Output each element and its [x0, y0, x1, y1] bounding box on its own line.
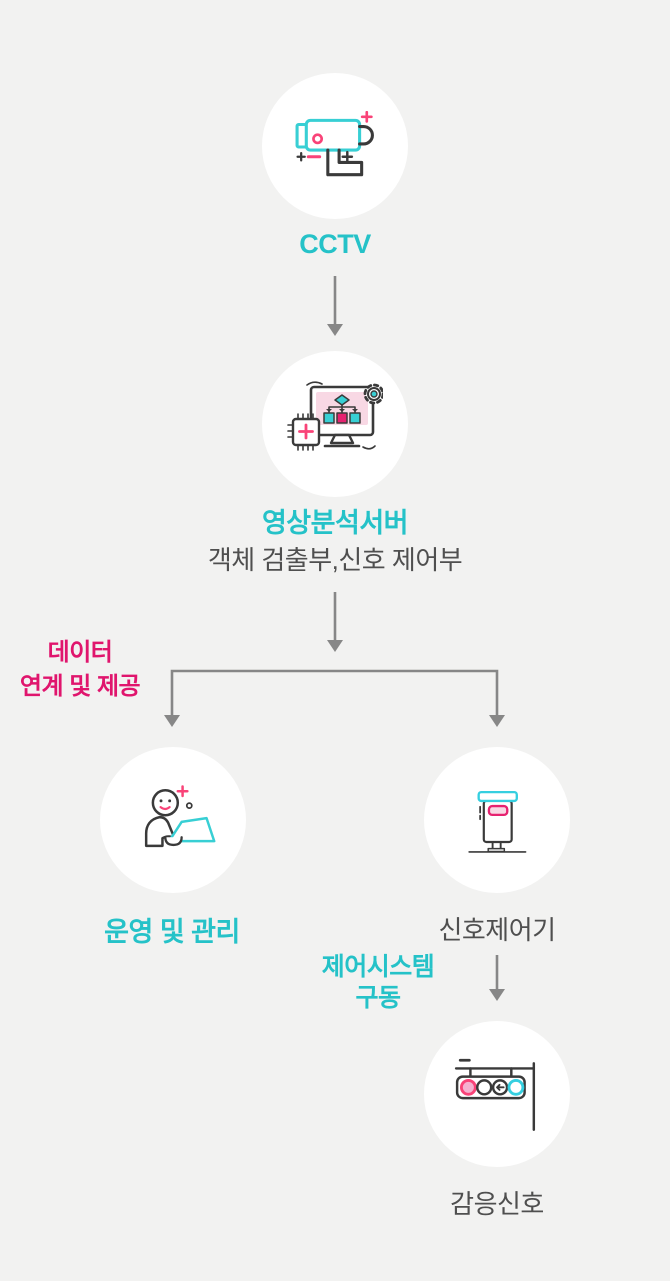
edge-label-control-drive: 제어시스템 구동 [258, 952, 498, 1014]
edge-label-control-drive-line1: 제어시스템 [321, 953, 435, 981]
cctv-camera-icon [295, 111, 374, 177]
analysis-server-icon [287, 381, 383, 451]
arrow-branch-left-head [164, 715, 180, 727]
operation-label: 운영 및 관리 [104, 917, 240, 947]
node-server-circle [262, 351, 408, 497]
signal-label: 감응신호 [450, 1189, 544, 1219]
arrow-server-to-branch-head [327, 640, 343, 652]
node-controller-circle [424, 747, 570, 893]
branch-connector [170, 669, 499, 716]
node-cctv-circle [262, 73, 408, 219]
arrow-cctv-to-server-head [327, 324, 343, 336]
node-operation-circle [100, 747, 246, 893]
node-signal-circle [424, 1021, 570, 1167]
operator-laptop-icon [144, 785, 216, 848]
edge-label-data-link-line2: 연계 및 제공 [19, 673, 141, 700]
signal-controller-icon [468, 790, 527, 853]
edge-label-control-drive-line2: 구동 [355, 984, 401, 1012]
arrow-branch-right-head [489, 715, 505, 727]
server-label: 영상분석서버 [261, 508, 409, 538]
edge-label-data-link: 데이터 연계 및 제공 [0, 636, 160, 704]
controller-label: 신호제어기 [438, 915, 556, 945]
cctv-label: CCTV [299, 229, 371, 259]
server-sublabel: 객체 검출부,신호 제어부 [207, 545, 463, 575]
edge-label-data-link-line1: 데이터 [47, 639, 113, 666]
traffic-light-icon [454, 1058, 536, 1132]
